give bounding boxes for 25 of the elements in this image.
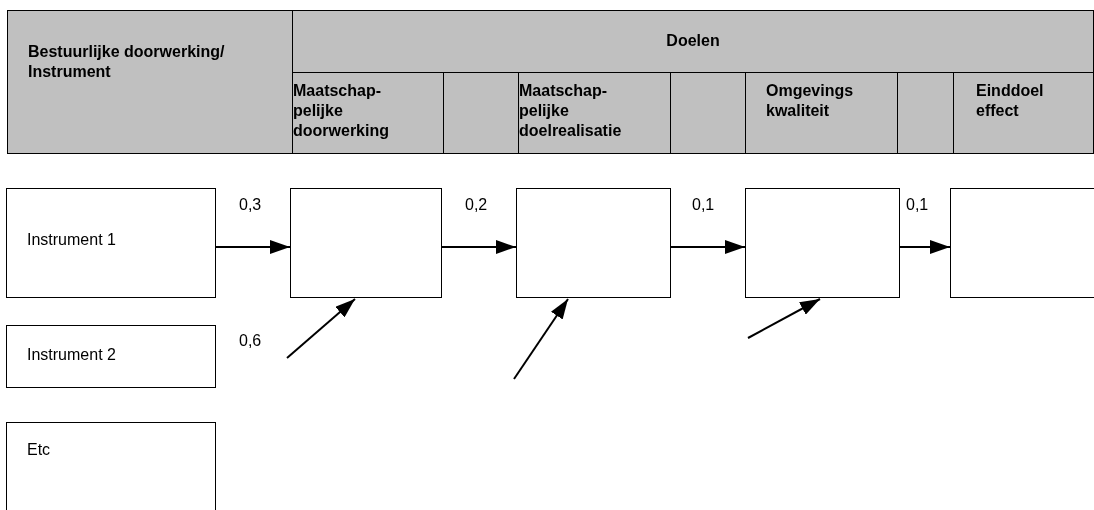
- arrow: [513, 298, 569, 380]
- edge-label: 0,1: [691, 196, 716, 214]
- edge-label: 0,6: [238, 332, 263, 350]
- column-header: Maatschap- pelijke doorwerking: [292, 72, 444, 154]
- edge-label: 0,2: [464, 196, 489, 214]
- edge-label: 0,3: [238, 196, 263, 214]
- arrow: [670, 240, 746, 254]
- arrow: [747, 298, 821, 339]
- empty-box: [516, 188, 671, 298]
- instrument-box: Etc: [6, 422, 216, 510]
- arrow: [286, 298, 356, 359]
- column-header: Doelen: [292, 10, 1094, 73]
- empty-box: [950, 188, 1094, 298]
- edge-label: 0,1: [905, 196, 930, 214]
- column-header: Omgevings kwaliteit: [745, 72, 898, 154]
- instrument-box: Instrument 2: [6, 325, 216, 388]
- empty-box: [745, 188, 900, 298]
- arrow: [899, 240, 951, 254]
- instrument-box: Instrument 1: [6, 188, 216, 298]
- column-header: Maatschap- pelijke doelrealisatie: [518, 72, 671, 154]
- arrow: [441, 240, 517, 254]
- column-header: Einddoel effect: [953, 72, 1094, 154]
- empty-box: [290, 188, 442, 298]
- arrow: [215, 240, 291, 254]
- column-header: Bestuurlijke doorwerking/ Instrument: [7, 10, 293, 154]
